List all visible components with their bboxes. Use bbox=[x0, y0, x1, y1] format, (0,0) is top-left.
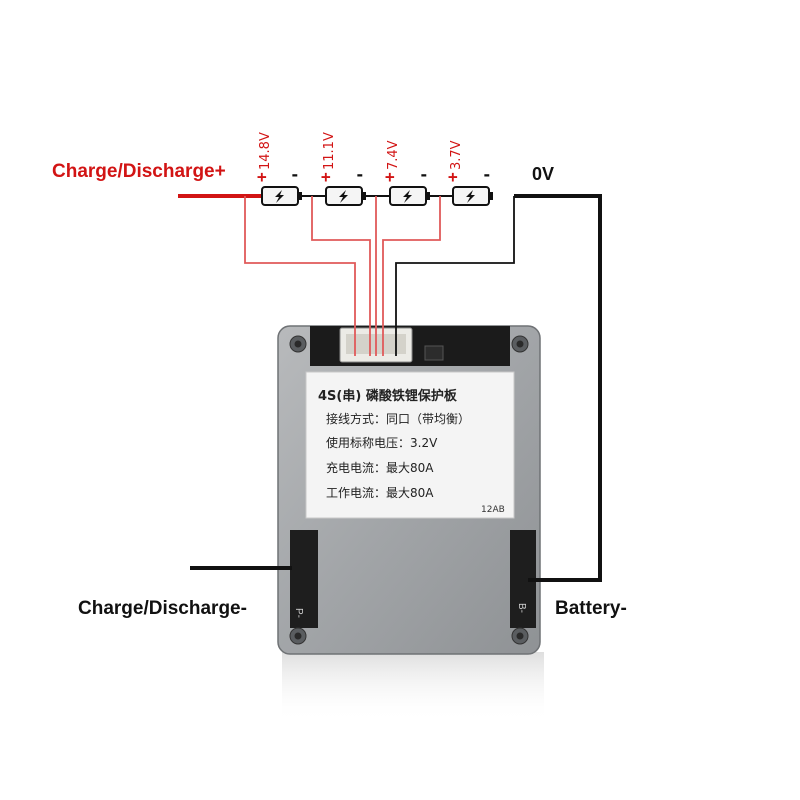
balance-tap-wire-0v bbox=[395, 196, 515, 356]
battery-cell-icon bbox=[339, 190, 348, 203]
cell-minus-mark: - bbox=[482, 165, 492, 184]
battery-minus-label: Battery- bbox=[555, 598, 627, 619]
pad-mark-left: P- bbox=[293, 608, 304, 618]
tap-voltage-label: 3.7V bbox=[449, 140, 464, 170]
screw-icon bbox=[294, 632, 302, 640]
cell-plus-mark: + bbox=[448, 167, 458, 186]
tap-voltage-label: 7.4V bbox=[386, 140, 401, 170]
cell-minus-mark: - bbox=[290, 165, 300, 184]
pad-mark-right: B- bbox=[516, 603, 527, 613]
battery-cell-icon bbox=[466, 190, 475, 203]
balance-tap-wire-2 bbox=[311, 196, 371, 356]
cell-minus-mark: - bbox=[419, 165, 429, 184]
board-chip bbox=[424, 345, 444, 361]
screw-icon bbox=[516, 632, 524, 640]
board-label-line: 工作电流：最大80A bbox=[326, 486, 434, 500]
board-label-code: 12AB bbox=[481, 505, 505, 515]
battery-negative-wire bbox=[514, 194, 602, 582]
balance-tap-wire-4 bbox=[382, 196, 441, 356]
charge-discharge-minus-label: Charge/Discharge- bbox=[78, 598, 247, 619]
tap-voltage-label: 14.8V bbox=[258, 132, 273, 170]
screw-icon bbox=[294, 340, 302, 348]
board-label-line: 接线方式：同口（带均衡） bbox=[326, 412, 471, 426]
screw-icon bbox=[516, 340, 524, 348]
cell-plus-mark: + bbox=[385, 167, 395, 186]
battery-cell-icon bbox=[275, 190, 284, 203]
balance-tap-wire-1 bbox=[244, 196, 356, 356]
board-side-left bbox=[290, 530, 318, 628]
cell-minus-mark: - bbox=[355, 165, 365, 184]
cell-plus-mark: + bbox=[321, 167, 331, 186]
cell-plus-mark: + bbox=[257, 167, 267, 186]
board-label-line: 充电电流：最大80A bbox=[326, 461, 434, 475]
battery-cell-4 bbox=[452, 186, 493, 206]
battery-cell-icon bbox=[403, 190, 412, 203]
board-label-line: 使用标称电压：3.2V bbox=[326, 436, 438, 450]
zero-volt-label: 0V bbox=[532, 164, 555, 184]
charge-discharge-plus-label: Charge/Discharge+ bbox=[52, 161, 226, 182]
battery-cell-1 bbox=[261, 186, 302, 206]
board-label bbox=[305, 371, 515, 519]
board-label-title: 4S(串) 磷酸铁锂保护板 bbox=[318, 389, 457, 404]
battery-cell-2 bbox=[325, 186, 366, 206]
battery-cell-3 bbox=[389, 186, 430, 206]
board-shadow bbox=[282, 652, 544, 722]
tap-voltage-label: 11.1V bbox=[322, 132, 337, 170]
